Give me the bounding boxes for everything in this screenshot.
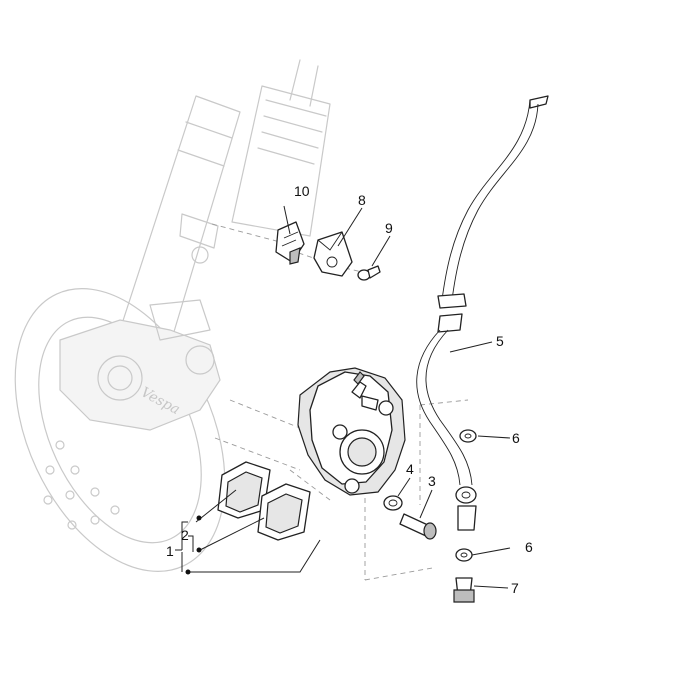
callout-6a: 6 bbox=[512, 430, 520, 446]
callout-2: 2 bbox=[181, 527, 189, 543]
callout-labels: 1 2 3 4 5 6 6 7 8 9 10 bbox=[166, 183, 533, 596]
part-bolt-3 bbox=[399, 513, 437, 540]
callout-9: 9 bbox=[385, 220, 393, 236]
callout-1: 1 bbox=[166, 543, 174, 559]
part-banjo-bolt-7 bbox=[453, 577, 475, 603]
part-clip-10 bbox=[275, 221, 305, 265]
part-brake-hose-5 bbox=[416, 95, 549, 531]
part-screw-9 bbox=[357, 265, 381, 281]
part-bracket-8 bbox=[313, 231, 353, 277]
callout-5: 5 bbox=[496, 333, 504, 349]
brake-pads bbox=[217, 461, 311, 541]
part-sealing-washer-6a bbox=[459, 429, 477, 443]
callout-8: 8 bbox=[358, 192, 366, 208]
callout-3: 3 bbox=[428, 473, 436, 489]
part-washer-4 bbox=[383, 495, 403, 511]
ghost-fork-assembly: Vespa bbox=[14, 59, 331, 572]
callout-6b: 6 bbox=[525, 539, 533, 555]
callout-7: 7 bbox=[511, 580, 519, 596]
part-sealing-washer-6b bbox=[455, 548, 473, 562]
callout-4: 4 bbox=[406, 461, 414, 477]
callout-10: 10 bbox=[294, 183, 310, 199]
brake-caliper bbox=[297, 367, 406, 496]
leader-lines bbox=[175, 205, 511, 589]
